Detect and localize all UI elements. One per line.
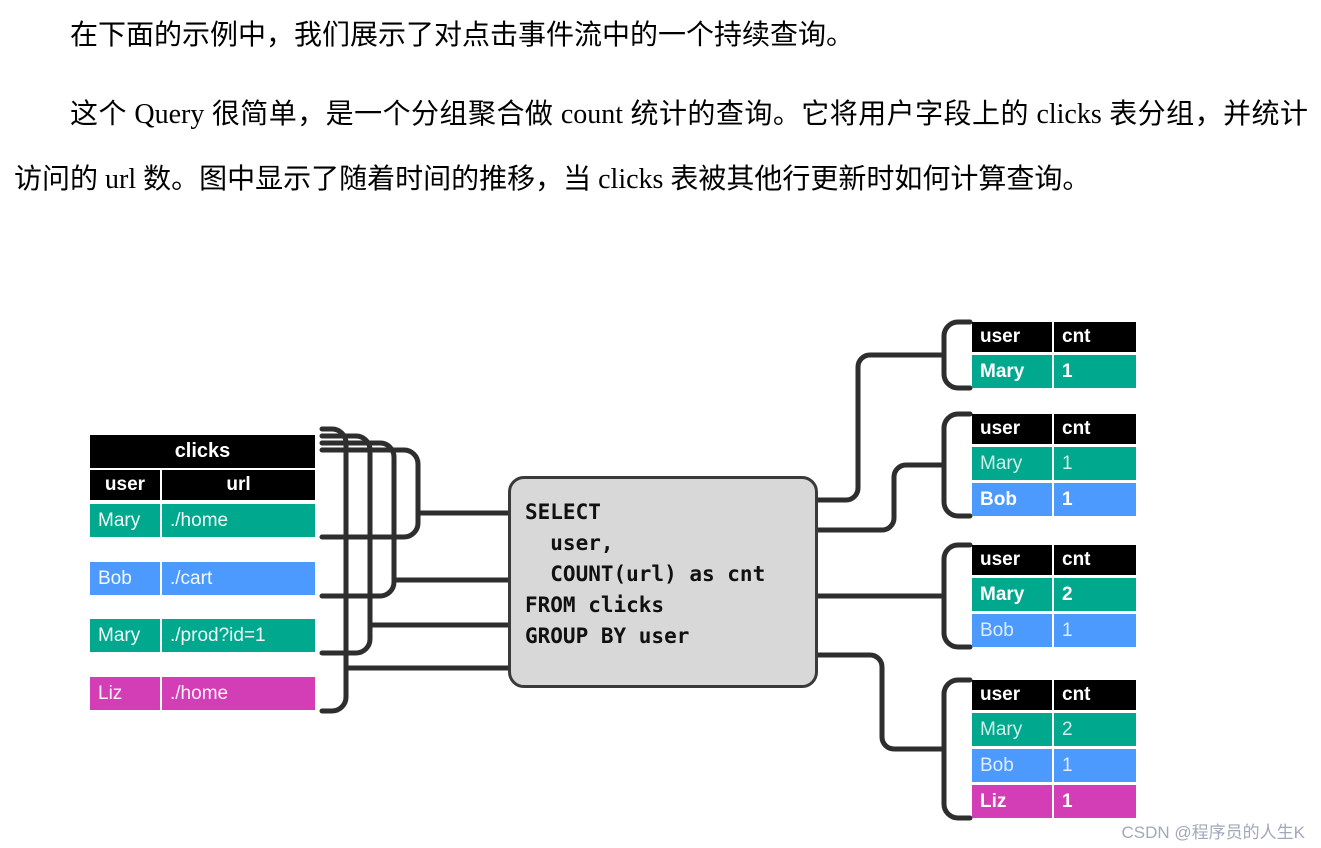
left-brace-rows1-2 — [319, 440, 515, 599]
user-cell: Mary — [972, 355, 1052, 388]
column-header-cnt: cnt — [1054, 545, 1136, 575]
cnt-cell: 2 — [1054, 578, 1136, 611]
table-row: Bob 1 — [972, 614, 1136, 647]
article-text: 在下面的示例中，我们展示了对点击事件流中的一个持续查询。 这个 Query 很简… — [14, 14, 1308, 212]
table-row: Mary 1 — [972, 447, 1136, 480]
clicks-table-title: clicks — [90, 435, 315, 468]
table-row: Mary 2 — [972, 578, 1136, 611]
cnt-cell: 2 — [1054, 713, 1136, 746]
result-table-header: user cnt — [972, 545, 1136, 575]
column-header-user: user — [972, 414, 1052, 444]
url-cell: ./home — [162, 677, 315, 710]
cnt-cell: 1 — [1054, 785, 1136, 818]
right-branch-result3 — [811, 542, 973, 650]
url-cell: ./cart — [162, 562, 315, 595]
cnt-cell: 1 — [1054, 483, 1136, 516]
cnt-cell: 1 — [1054, 614, 1136, 647]
column-header-user: user — [90, 470, 160, 500]
user-cell: Mary — [972, 578, 1052, 611]
user-cell: Bob — [972, 614, 1052, 647]
user-cell: Mary — [90, 619, 160, 652]
paragraph-intro: 在下面的示例中，我们展示了对点击事件流中的一个持续查询。 — [70, 20, 855, 51]
table-row: Bob ./cart — [90, 562, 315, 595]
right-branch-result4 — [811, 652, 973, 821]
column-header-cnt: cnt — [1054, 322, 1136, 352]
left-brace-rows1-4 — [319, 426, 515, 714]
csdn-watermark: CSDN @程序员的人生K — [1121, 823, 1306, 842]
left-brace-rows1-3 — [319, 433, 515, 656]
table-row: Bob 1 — [972, 749, 1136, 782]
result-table-header: user cnt — [972, 680, 1136, 710]
result-table-1: user cnt Mary 1 — [972, 322, 1136, 388]
right-branch-result1 — [811, 319, 973, 503]
table-row: Bob 1 — [972, 483, 1136, 516]
user-cell: Bob — [972, 749, 1052, 782]
user-cell: Mary — [972, 447, 1052, 480]
url-cell: ./home — [162, 504, 315, 537]
cnt-cell: 1 — [1054, 447, 1136, 480]
result-table-header: user cnt — [972, 322, 1136, 352]
cnt-cell: 1 — [1054, 749, 1136, 782]
column-header-cnt: cnt — [1054, 414, 1136, 444]
right-branch-result2 — [811, 411, 973, 533]
table-row: Mary ./home — [90, 504, 315, 537]
column-header-cnt: cnt — [1054, 680, 1136, 710]
table-row: Mary 1 — [972, 355, 1136, 388]
result-table-header: user cnt — [972, 414, 1136, 444]
table-row: Liz ./home — [90, 677, 315, 710]
table-row: Mary 2 — [972, 713, 1136, 746]
user-cell: Bob — [972, 483, 1052, 516]
url-cell: ./prod?id=1 — [162, 619, 315, 652]
user-cell: Liz — [90, 677, 160, 710]
query-box: SELECT user, COUNT(url) as cnt FROM clic… — [508, 476, 818, 688]
user-cell: Mary — [972, 713, 1052, 746]
clicks-table-header: user url — [90, 470, 315, 500]
user-cell: Mary — [90, 504, 160, 537]
table-row: Liz 1 — [972, 785, 1136, 818]
column-header-user: user — [972, 680, 1052, 710]
user-cell: Bob — [90, 562, 160, 595]
cnt-cell: 1 — [1054, 355, 1136, 388]
sql-query-text: SELECT user, COUNT(url) as cnt FROM clic… — [525, 500, 766, 648]
result-table-3: user cnt Mary 2 Bob 1 — [972, 545, 1136, 647]
paragraph-description: 这个 Query 很简单，是一个分组聚合做 count 统计的查询。它将用户字段… — [14, 99, 1308, 195]
column-header-user: user — [972, 545, 1052, 575]
left-brace-row1 — [319, 447, 515, 540]
result-table-2: user cnt Mary 1 Bob 1 — [972, 414, 1136, 516]
user-cell: Liz — [972, 785, 1052, 818]
clicks-source-table: clicks user url Mary ./home Bob ./cart M… — [90, 435, 315, 710]
result-table-4: user cnt Mary 2 Bob 1 Liz 1 — [972, 680, 1136, 818]
column-header-url: url — [162, 470, 315, 500]
column-header-user: user — [972, 322, 1052, 352]
table-row: Mary ./prod?id=1 — [90, 619, 315, 652]
